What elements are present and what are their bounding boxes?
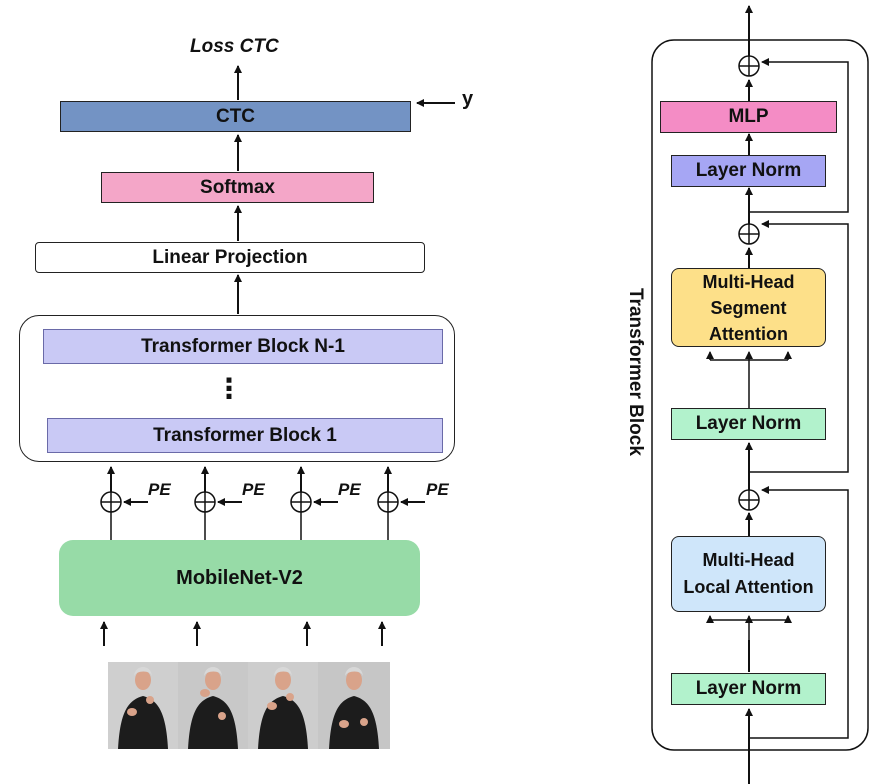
- local-attention-box: Multi-Head Local Attention: [671, 536, 826, 612]
- transformer-block-bottom: Transformer Block 1: [47, 418, 443, 453]
- segment-attention-line-2: Segment: [710, 297, 787, 318]
- residual-skip-1: [748, 486, 849, 749]
- transformer-block-bottom-label: Transformer Block 1: [153, 424, 337, 446]
- local-attention-inputs: [706, 615, 792, 672]
- pe-adder-2: [194, 466, 242, 540]
- layer-norm-mid-label: Layer Norm: [695, 413, 802, 434]
- signer-frame-1: [108, 662, 178, 749]
- stack-ellipsis: ⋮: [215, 373, 243, 404]
- transformer-block-top: Transformer Block N-1: [43, 329, 443, 364]
- mlp-box: MLP: [660, 101, 837, 133]
- transformer-block-side-title: Transformer Block: [625, 288, 646, 456]
- pe-label-2: PE: [242, 480, 265, 499]
- pe-label-1: PE: [148, 480, 171, 499]
- local-attention-line-1: Multi-Head: [702, 550, 795, 570]
- segment-attention-line-3: Attention: [709, 323, 788, 344]
- local-attention-line-2: Local Attention: [683, 577, 814, 597]
- linear-projection-box: Linear Projection: [35, 242, 425, 273]
- input-video-frames: [108, 662, 390, 749]
- signer-frame-4: [318, 662, 390, 749]
- mobilenet-label: MobileNet-V2: [176, 566, 303, 589]
- layer-norm-top-box: Layer Norm: [671, 155, 826, 187]
- signer-frame-2: [178, 662, 248, 749]
- loss-ctc-label: Loss CTC: [190, 36, 279, 57]
- ctc-box: CTC: [60, 101, 411, 132]
- segment-attention-line-1: Multi-Head: [702, 271, 795, 292]
- residual-add-2: [738, 223, 760, 245]
- layer-norm-top-label: Layer Norm: [695, 160, 802, 181]
- linear-projection-label: Linear Projection: [152, 246, 308, 268]
- residual-add-1: [738, 489, 760, 511]
- softmax-label: Softmax: [200, 176, 275, 198]
- softmax-box: Softmax: [101, 172, 374, 203]
- residual-skip-2-path: [749, 220, 849, 473]
- pe-label-3: PE: [338, 480, 361, 499]
- mobilenet-box: MobileNet-V2: [59, 540, 420, 616]
- signer-frame-3: [248, 662, 318, 749]
- residual-add-3: [738, 55, 760, 77]
- transformer-block-top-label: Transformer Block N-1: [141, 335, 345, 357]
- ctc-label: CTC: [215, 105, 256, 127]
- target-y-label: y: [462, 88, 474, 110]
- pe-label-4: PE: [426, 480, 449, 499]
- transformer-block-container: [651, 39, 869, 751]
- pe-adder-1: [100, 466, 148, 540]
- layer-norm-mid-box: Layer Norm: [671, 408, 826, 440]
- layer-norm-bottom-box: Layer Norm: [671, 673, 826, 705]
- segment-attention-box: Multi-Head Segment Attention: [671, 268, 826, 347]
- segment-attention-inputs: [706, 351, 792, 409]
- pe-adder-3: [290, 466, 338, 540]
- pe-adder-4: [377, 466, 425, 540]
- residual-skip-3: [749, 58, 849, 213]
- mlp-label: MLP: [728, 106, 769, 127]
- layer-norm-bottom-label: Layer Norm: [695, 678, 802, 699]
